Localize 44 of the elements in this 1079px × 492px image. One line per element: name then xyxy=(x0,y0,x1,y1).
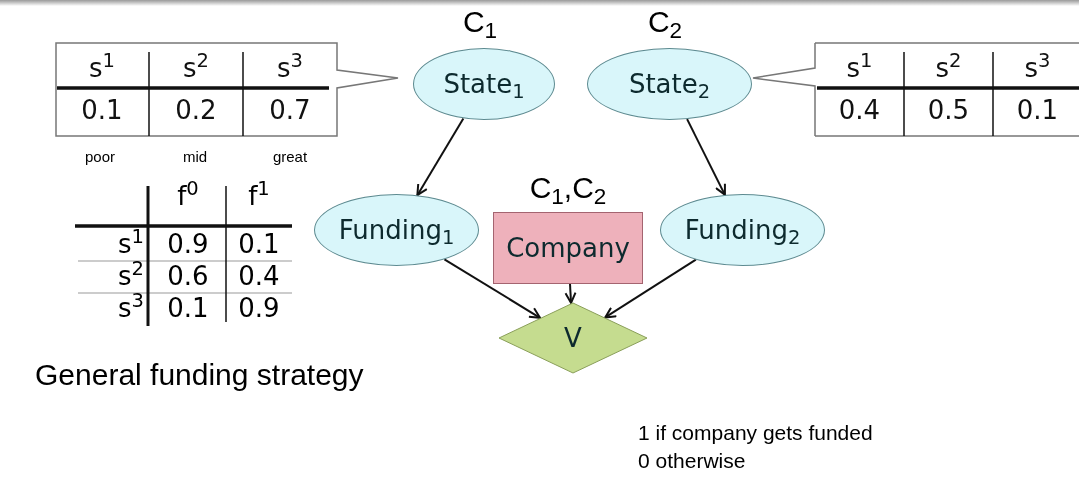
caption-text: General funding strategy xyxy=(35,357,364,393)
table-entry: s$^{2}$ xyxy=(118,260,144,293)
arrow xyxy=(686,118,726,196)
table-entry: 0.9 xyxy=(167,228,209,261)
table-entry: s$^{1}$ xyxy=(118,228,144,261)
probability-value: 0.1 xyxy=(1016,94,1059,127)
table-entry: f$^{0}$ xyxy=(177,180,199,213)
arrow xyxy=(564,283,577,304)
category-label: mid xyxy=(182,148,208,167)
probability-value: 0.4 xyxy=(838,94,881,127)
node-annotation: C$_{1}$ xyxy=(462,4,498,40)
category-label: poor xyxy=(85,148,115,167)
utility-diamond xyxy=(498,302,648,374)
node-annotation: C$_{1}$,C$_{2}$ xyxy=(529,170,607,206)
arrow xyxy=(604,258,697,319)
column-header: s$^{2}$ xyxy=(935,50,962,85)
column-header: s$^{1}$ xyxy=(846,50,873,85)
column-header: s$^{3}$ xyxy=(1024,50,1051,85)
node-label: State$_{2}$ xyxy=(628,68,711,100)
arrow xyxy=(443,258,542,319)
table-entry: s$^{3}$ xyxy=(118,292,144,325)
probability-value: 0.2 xyxy=(175,94,217,127)
decision-box xyxy=(493,212,643,284)
note-text: 1 if company gets funded xyxy=(638,420,873,446)
probability-value: 0.7 xyxy=(269,94,311,127)
node-label: V xyxy=(564,322,582,354)
table-entry: f$^{1}$ xyxy=(248,180,270,213)
column-header: s$^{3}$ xyxy=(277,50,303,85)
column-header: s$^{1}$ xyxy=(89,50,115,85)
table-entry: 0.1 xyxy=(167,292,209,325)
table-entry: 0.1 xyxy=(238,228,280,261)
node-annotation: C$_{2}$ xyxy=(647,4,683,40)
category-label: great xyxy=(272,148,308,167)
table-entry: 0.4 xyxy=(238,260,280,293)
column-header: s$^{2}$ xyxy=(183,50,209,85)
node-label: Funding$_{2}$ xyxy=(684,214,801,246)
probability-value: 0.1 xyxy=(81,94,123,127)
note-text: 0 otherwise xyxy=(638,448,746,474)
table-entry: 0.6 xyxy=(167,260,209,293)
probability-value: 0.5 xyxy=(927,94,970,127)
node-label: State$_{1}$ xyxy=(443,68,525,100)
node-label: Funding$_{1}$ xyxy=(338,214,455,246)
table-entry: 0.9 xyxy=(238,292,280,325)
node-label: Company xyxy=(506,232,630,264)
